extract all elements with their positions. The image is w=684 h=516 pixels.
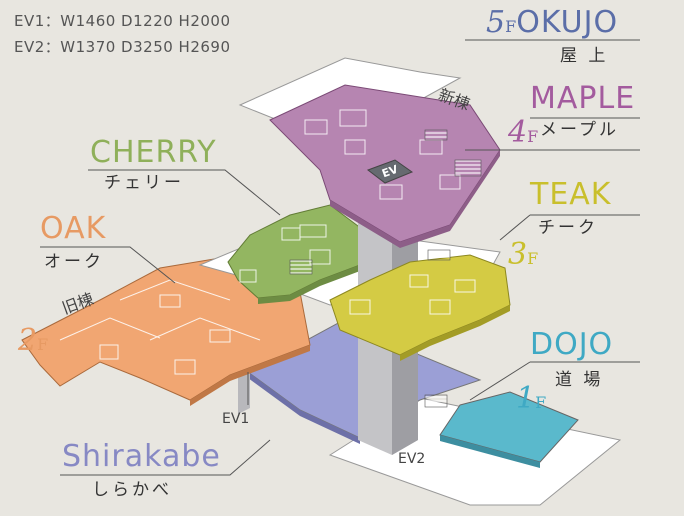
- shirakabe-stair: [424, 394, 448, 408]
- oak-room-lines: [59, 279, 261, 375]
- oak-name[interactable]: OAK: [40, 211, 107, 246]
- shirakabe-jp: しらかべ: [92, 480, 172, 500]
- oak-floor-badge: 2F: [18, 326, 48, 356]
- dojo-jp: 道 場: [555, 370, 604, 390]
- teak-name[interactable]: TEAK: [530, 177, 612, 212]
- leader-lines: [40, 39, 640, 476]
- ev1-shaft: [238, 372, 250, 414]
- teak-room-lines: [349, 274, 476, 315]
- cherry-room-lines: [239, 224, 331, 283]
- maple-floor-badge: 4F: [508, 118, 538, 148]
- maple-name[interactable]: MAPLE: [530, 81, 636, 116]
- dojo-name[interactable]: DOJO: [530, 327, 614, 362]
- dojo-floor-badge: 1F: [516, 384, 546, 414]
- teak-floor-number: 3: [508, 237, 528, 272]
- oak-floor-number: 2: [18, 323, 38, 358]
- maple-stair-2: [424, 129, 448, 141]
- maple-stair: [454, 159, 482, 177]
- dojo-room-side: [440, 435, 540, 468]
- okujo-jp: 屋 上: [560, 46, 609, 66]
- maple-jp: メープル: [540, 120, 619, 140]
- oak-floor-letter: F: [37, 335, 49, 354]
- ev2-spec: EV2：W1370 D3250 H2690: [14, 38, 231, 56]
- cherry-floor-side: [258, 265, 360, 304]
- teak-stair: [427, 249, 451, 261]
- shirakabe-area-side: [248, 372, 360, 444]
- teak-floor-badge: 3F: [508, 240, 538, 270]
- ev1-spec: EV1：W1460 D1220 H2000: [14, 12, 231, 30]
- shirakabe-name[interactable]: Shirakabe: [62, 439, 221, 474]
- okujo-label[interactable]: 5FOKUJO: [486, 8, 618, 38]
- dojo-floor-letter: F: [535, 393, 547, 412]
- maple-floor-number: 4: [508, 115, 528, 150]
- teak-floor-letter: F: [527, 249, 539, 268]
- dojo-room: [439, 391, 579, 463]
- ev2-label: EV2: [398, 451, 426, 467]
- ev-box: [366, 159, 414, 184]
- cherry-jp: チェリー: [104, 173, 184, 193]
- cherry-name[interactable]: CHERRY: [90, 135, 217, 170]
- cherry-stair: [289, 259, 313, 275]
- oak-floor-side: [190, 345, 310, 406]
- maple-floor-letter: F: [527, 127, 539, 146]
- oak-jp: オーク: [44, 252, 104, 272]
- teak-jp: チーク: [538, 218, 598, 238]
- okujo-floor-letter: F: [505, 17, 517, 36]
- ev1-label: EV1: [222, 411, 250, 427]
- okujo-floor-number: 5: [486, 5, 506, 40]
- okujo-name: OKUJO: [516, 5, 619, 40]
- teak-floor-side: [400, 305, 510, 361]
- dojo-floor-number: 1: [516, 381, 536, 416]
